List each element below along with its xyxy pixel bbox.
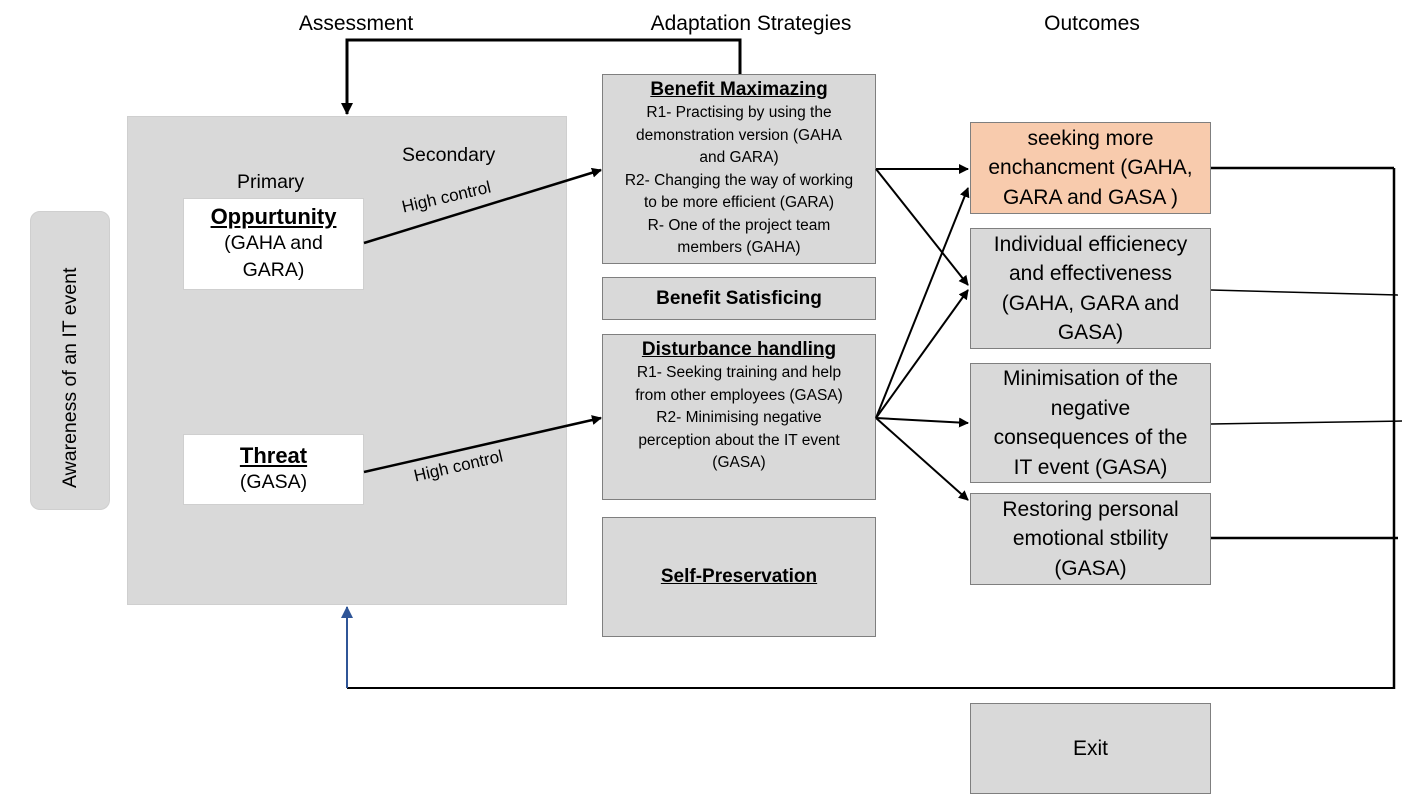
disturbance-handling-text: R1- Seeking training and help from other… xyxy=(635,364,843,471)
self-preservation-title: Self-Preservation xyxy=(660,566,818,587)
disturbance-to-restoring-arrow xyxy=(875,417,969,501)
benefit-maximizing-text: R1- Practising by using the demonstratio… xyxy=(624,104,854,256)
disturbance-handling-box: Disturbance handling R1- Seeking trainin… xyxy=(602,334,876,500)
outcome-minimisation: Minimisation of the negative consequence… xyxy=(970,363,1211,483)
benefit-satisficing-title: Benefit Satisficing xyxy=(656,287,822,309)
outcome-seeking-enhancement: seeking more enchancment (GAHA, GARA and… xyxy=(970,122,1211,214)
minimisation-return-line xyxy=(1210,420,1403,425)
header-adaptation-strategies: Adaptation Strategies xyxy=(650,12,852,35)
outcome-individual-efficiency: Individual efficienecy and effectiveness… xyxy=(970,228,1211,349)
disturbance-to-minimisation-arrow xyxy=(875,417,969,428)
outcome-exit: Exit xyxy=(970,703,1211,794)
self-preservation-box: Self-Preservation xyxy=(602,517,876,637)
assessment-panel xyxy=(127,116,567,605)
individual-return-line xyxy=(1210,289,1399,296)
opportunity-box: Oppurtunity (GAHA and GARA) xyxy=(183,198,364,290)
outcome-restoring-stability: Restoring personal emotional stbility (G… xyxy=(970,493,1211,585)
awareness-box: Awareness of an IT event xyxy=(30,211,110,510)
benefit-satisficing-box: Benefit Satisficing xyxy=(602,277,876,320)
threat-to-disturbance-arrow xyxy=(363,415,602,474)
opportunity-sub: (GAHA and GARA) xyxy=(224,232,323,281)
header-outcomes: Outcomes xyxy=(1044,12,1140,35)
disturbance-to-seeking-arrow xyxy=(875,187,970,419)
threat-sub: (GASA) xyxy=(239,471,308,493)
opportunity-to-benefit-arrow xyxy=(363,167,602,245)
benefit-maximizing-title: Benefit Maximazing xyxy=(650,79,828,100)
top-feedback-arrow xyxy=(341,38,742,115)
benefit-to-individual-arrow xyxy=(875,168,969,286)
header-assessment: Assessment xyxy=(298,12,414,35)
benefit-maximizing-box: Benefit Maximazing R1- Practising by usi… xyxy=(602,74,876,264)
primary-label: Primary xyxy=(237,171,305,193)
threat-box: Threat (GASA) xyxy=(183,434,364,505)
threat-title: Threat xyxy=(239,443,308,468)
secondary-label: Secondary xyxy=(402,144,496,166)
disturbance-to-individual-arrow xyxy=(875,289,969,419)
disturbance-handling-title: Disturbance handling xyxy=(641,339,837,360)
opportunity-title: Oppurtunity xyxy=(210,204,337,229)
